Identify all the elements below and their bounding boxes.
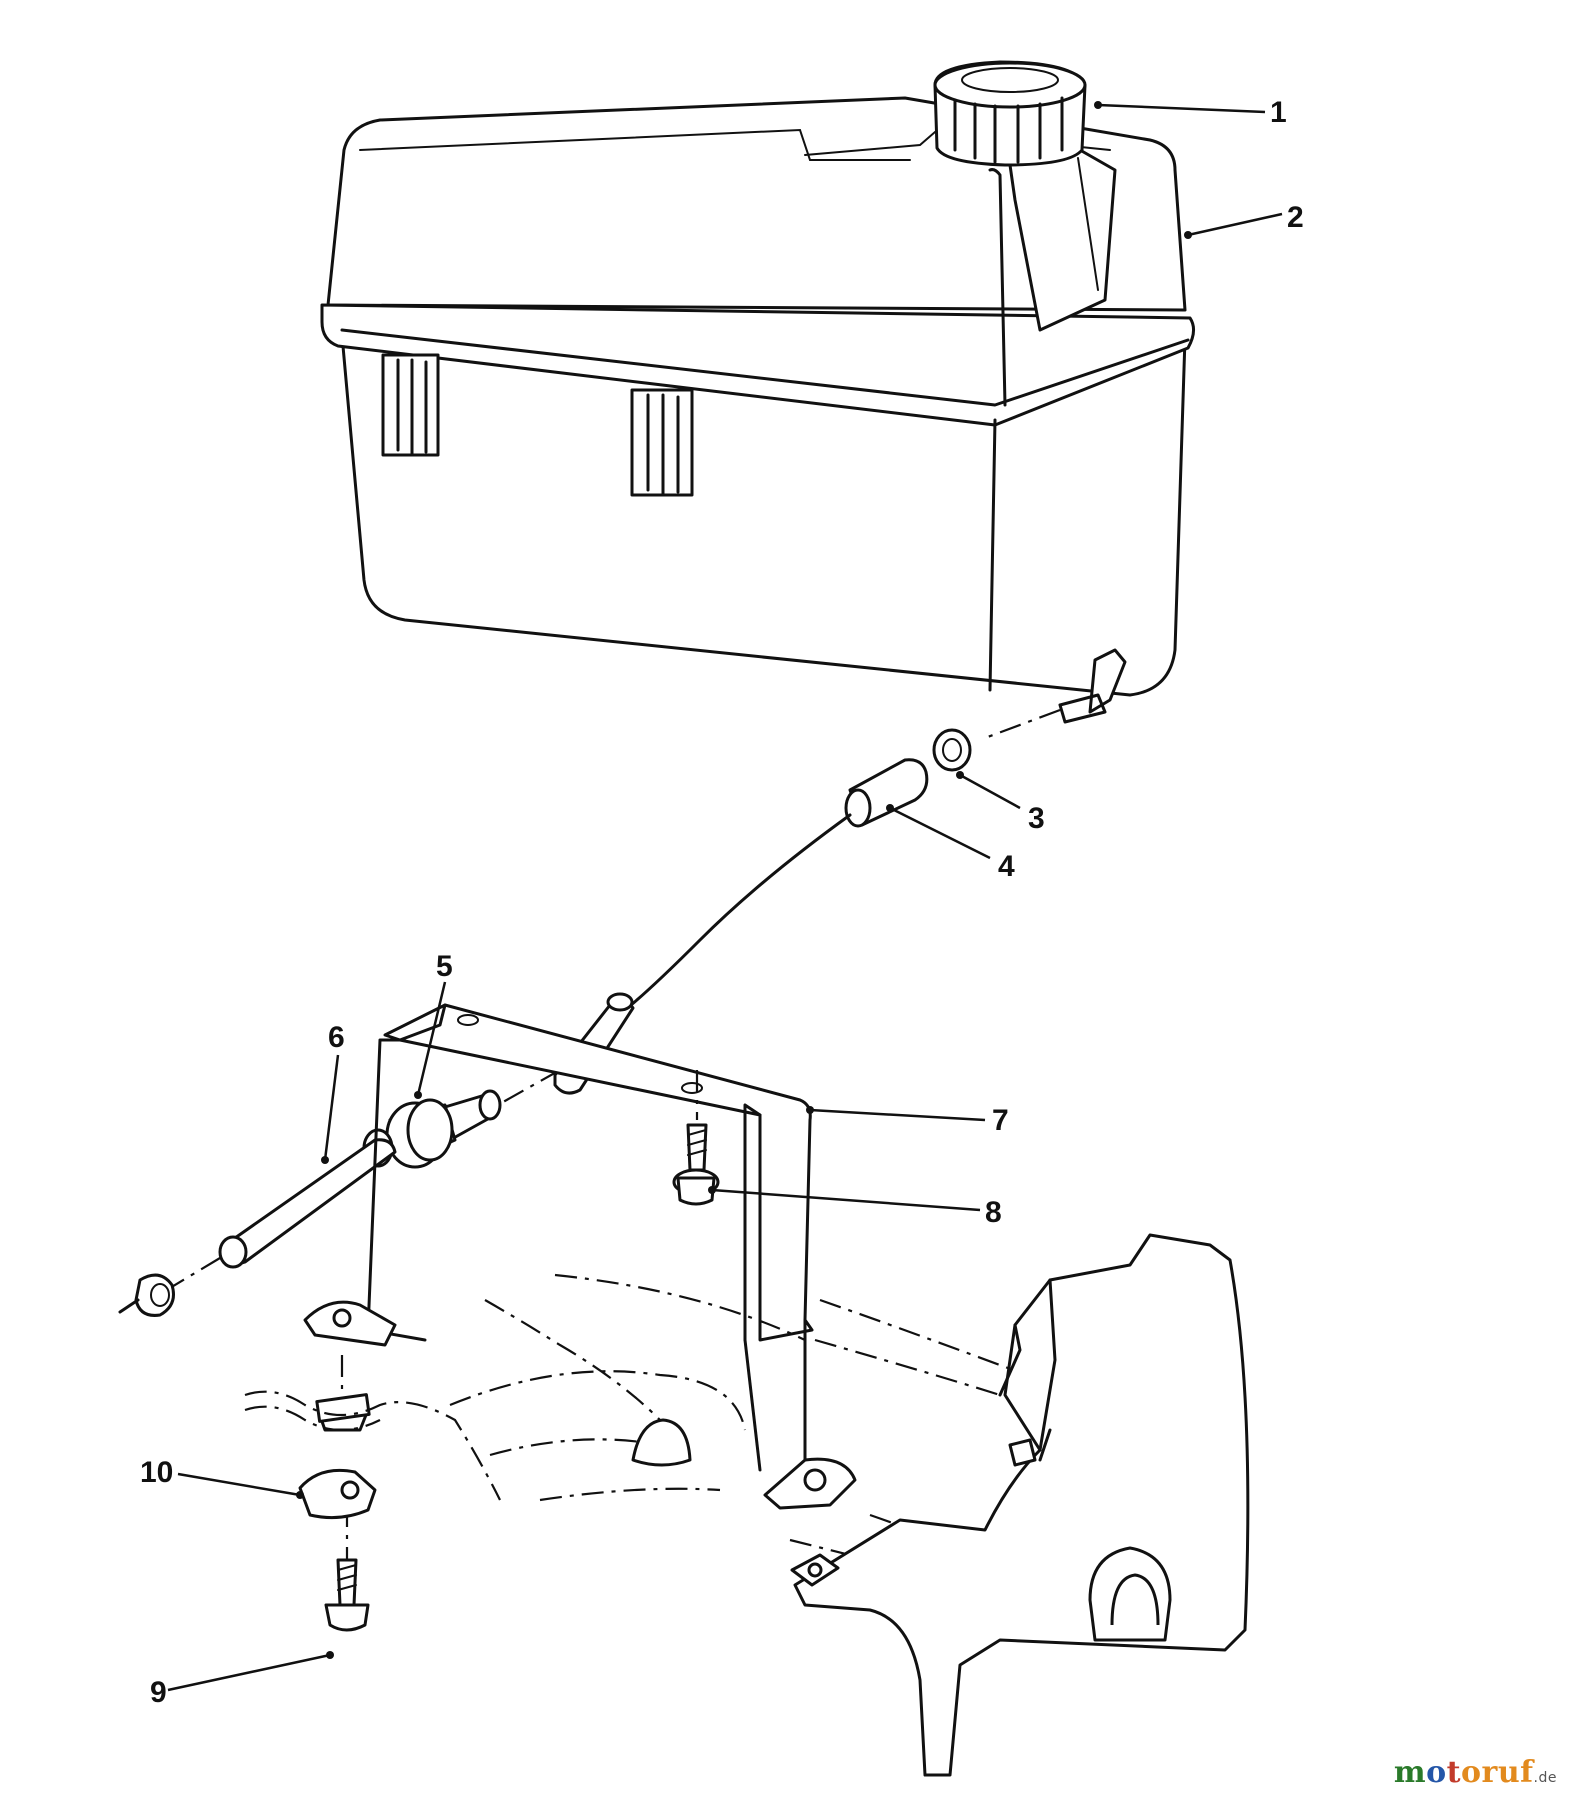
fuel-cap [933,60,1087,167]
mower-housing [244,1233,1250,1777]
screw-8 [672,1070,720,1206]
fuel-tank [320,96,1195,724]
callout-label-7: 7 [992,1104,1009,1137]
hose-clamp-top [932,728,972,772]
watermark-part-1: m [1393,1755,1427,1790]
leader-6 [323,1054,340,1161]
callout-label-3: 3 [1028,802,1045,835]
leader-10 [177,1472,301,1497]
watermark-part-4: oruf [1461,1755,1534,1790]
leader-2 [1187,212,1283,237]
leader-4 [889,806,991,860]
tank-grip-center [630,388,694,497]
callout-label-2: 2 [1287,201,1304,234]
callout-label-4: 4 [998,850,1015,883]
leader-7 [809,1108,986,1122]
leader-5 [416,981,447,1096]
callout-label-5: 5 [436,950,453,983]
leader-9 [167,1653,331,1692]
watermark-part-2: o [1426,1755,1447,1790]
hose-coupler [844,758,929,828]
callout-label-9: 9 [150,1676,167,1709]
hose-clamp-bottom [118,1273,175,1317]
callout-label-10: 10 [140,1456,173,1489]
leader-3 [959,773,1021,810]
tank-grip-left [381,353,440,457]
leader-8 [711,1188,981,1212]
watermark-suffix: .de [1533,1770,1557,1786]
callout-label-6: 6 [328,1021,345,1054]
leader-1 [1097,103,1266,114]
watermark-logo: motoruf.de [1394,1755,1557,1790]
nut-10 [298,1468,377,1520]
tank-bracket [303,1003,857,1510]
callout-labels: 1 2 3 4 5 6 7 8 9 10 [140,96,1304,1709]
screw-9 [315,1355,371,1632]
callout-label-8: 8 [985,1196,1002,1229]
callout-label-1: 1 [1270,96,1287,129]
outlet-hose [218,1138,397,1269]
callout-leaders [167,101,1283,1692]
watermark-part-3: t [1446,1755,1461,1790]
